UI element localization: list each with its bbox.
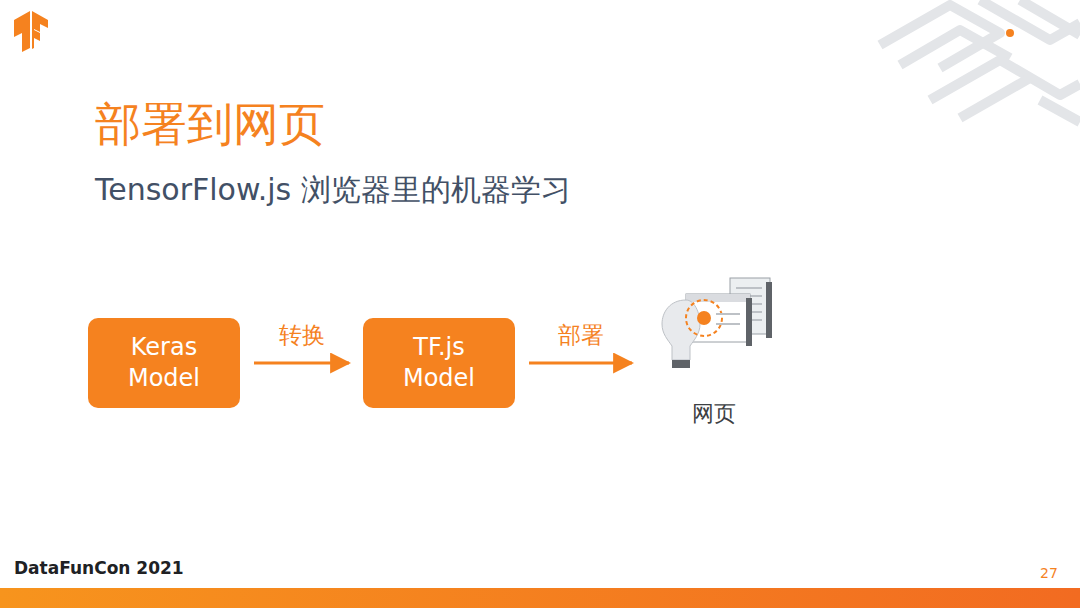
edge-label: 转换 <box>277 320 327 351</box>
model-box: TF.js Model <box>363 318 515 408</box>
box-label: Keras Model <box>116 332 212 394</box>
maze-dot <box>1006 29 1014 37</box>
conference-name: DataFunCon 2021 <box>14 558 184 578</box>
node-caption: 网页 <box>646 399 781 429</box>
page-number: 27 <box>1040 565 1058 581</box>
edge-label: 部署 <box>556 320 606 351</box>
model-box: Keras Model <box>88 318 240 408</box>
tensorflow-logo <box>14 11 48 52</box>
webpage-icon <box>646 272 781 377</box>
flow-arrow <box>529 362 632 365</box>
slide-subtitle: TensorFlow.js 浏览器里的机器学习 <box>95 170 571 211</box>
webpage-node: 网页 <box>646 272 781 429</box>
bottom-bar <box>0 588 1080 608</box>
slide-title: 部署到网页 <box>95 94 325 156</box>
box-label: TF.js Model <box>391 332 487 394</box>
maze-decoration <box>880 0 1080 122</box>
flow-arrow <box>254 362 349 365</box>
